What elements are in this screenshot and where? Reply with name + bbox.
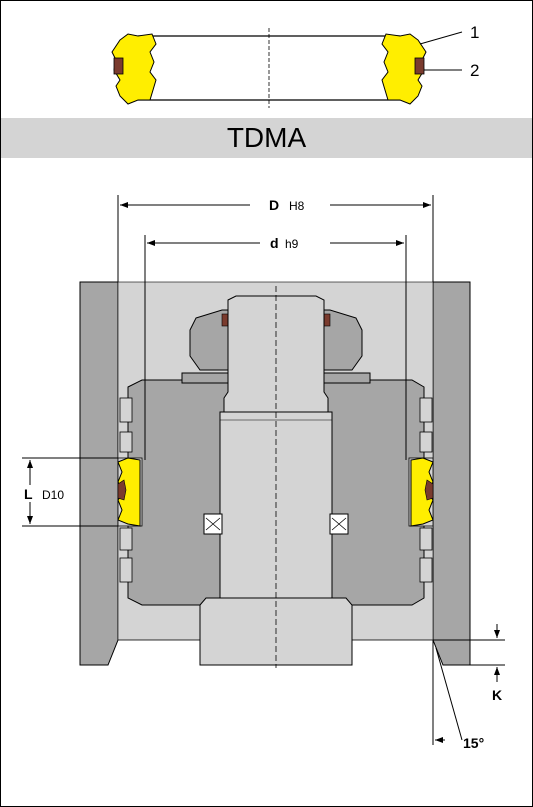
title-banner: TDMA — [1, 118, 532, 158]
nut-left — [189, 309, 233, 371]
seal-section-right — [410, 457, 434, 527]
cylinder-wall-right — [432, 281, 471, 666]
oring-left — [113, 57, 124, 75]
cylinder-wall-left — [79, 281, 119, 666]
dim-K-letter: K — [492, 687, 502, 703]
callout-2: 2 — [470, 61, 479, 80]
callout-1: 1 — [470, 23, 479, 42]
dim-D-tolerance: H8 — [289, 199, 305, 213]
dimension-K — [433, 624, 505, 682]
dim-d-letter: d — [270, 235, 279, 251]
dim-L-letter: L — [24, 486, 33, 502]
cylinder-section — [79, 281, 471, 668]
seal-section-left — [117, 457, 141, 527]
oring-right — [414, 57, 425, 75]
dimension-D — [117, 195, 434, 282]
dim-angle: 15° — [463, 735, 484, 751]
seal-top-view — [111, 28, 463, 108]
dimension-angle — [432, 640, 463, 745]
dim-D-letter: D — [269, 197, 279, 213]
dimension-d — [144, 235, 407, 460]
product-title: TDMA — [226, 122, 307, 153]
dim-L-tolerance: D10 — [42, 488, 64, 502]
dim-d-tolerance: h9 — [285, 237, 299, 251]
nut-right — [319, 309, 363, 371]
dimension-L — [22, 457, 118, 527]
